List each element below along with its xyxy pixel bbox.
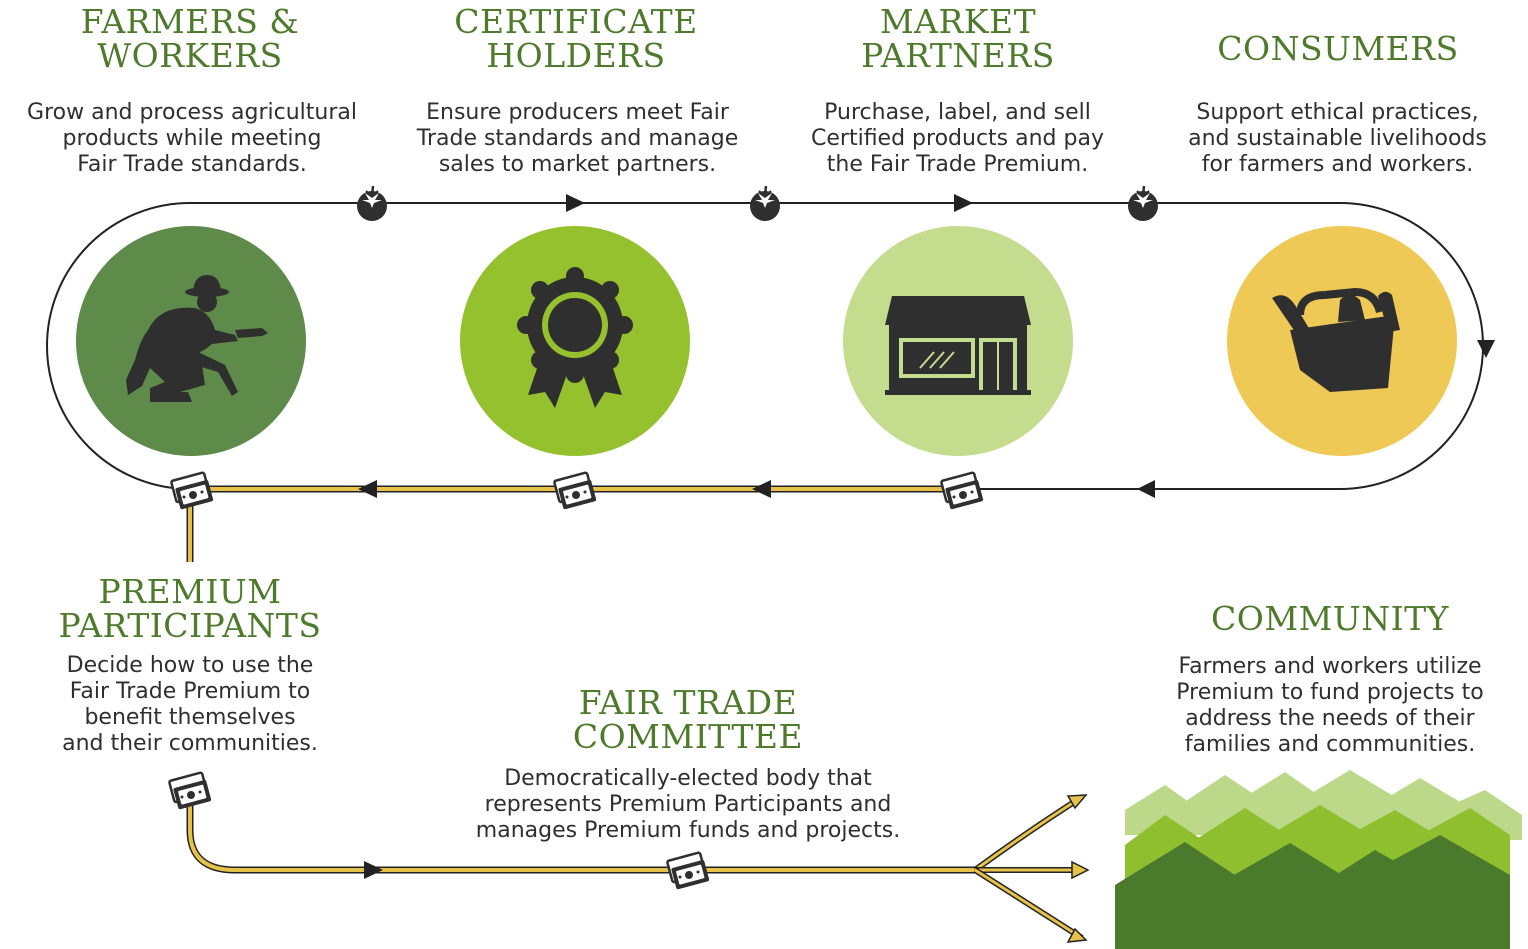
product-flow-line — [46, 202, 1484, 490]
community-title: COMMUNITY — [1211, 599, 1449, 638]
premium-participants-desc: Decide how to use the Fair Trade Premium… — [62, 653, 318, 756]
money-bills-icon — [552, 471, 598, 511]
grocery-basket-icon — [1272, 287, 1400, 392]
storefront-icon — [885, 296, 1031, 395]
stage-desc-market-partners: Purchase, label, and sell Certified prod… — [811, 100, 1104, 177]
stage-title-market-partners: MARKET PARTNERS — [861, 2, 1055, 75]
tomato-icon — [748, 184, 782, 223]
money-bills-icon — [169, 471, 215, 511]
money-bills-icon — [167, 771, 213, 811]
committee-desc: Democratically-elected body that represe… — [475, 766, 901, 843]
money-bills-icon — [939, 471, 985, 511]
community-fork-lines — [973, 794, 1090, 943]
stage-desc-certificate-holders: Ensure producers meet Fair Trade standar… — [416, 100, 739, 177]
stage-desc-consumers: Support ethical practices, and sustainab… — [1188, 100, 1487, 177]
arrowhead-icon — [358, 194, 1495, 879]
houses-icon — [1115, 770, 1522, 949]
committee-title: FAIR TRADE COMMITTEE — [572, 683, 804, 756]
community-desc: Farmers and workers utilize Premium to f… — [1176, 654, 1484, 757]
tomato-icon — [355, 184, 389, 223]
premium-participants-title: PREMIUM PARTICIPANTS — [58, 572, 322, 645]
tomato-icon — [1126, 184, 1160, 223]
stage-desc-farmers: Grow and process agricultural products w… — [27, 100, 357, 177]
stage-title-certificate-holders: CERTIFICATE HOLDERS — [454, 2, 698, 75]
stage-title-farmers: FARMERS & WORKERS — [80, 2, 300, 75]
award-ribbon-icon — [517, 267, 633, 408]
farmer-icon — [126, 275, 268, 402]
stage-title-consumers: CONSUMERS — [1217, 29, 1459, 68]
money-bills-icon — [665, 851, 711, 891]
